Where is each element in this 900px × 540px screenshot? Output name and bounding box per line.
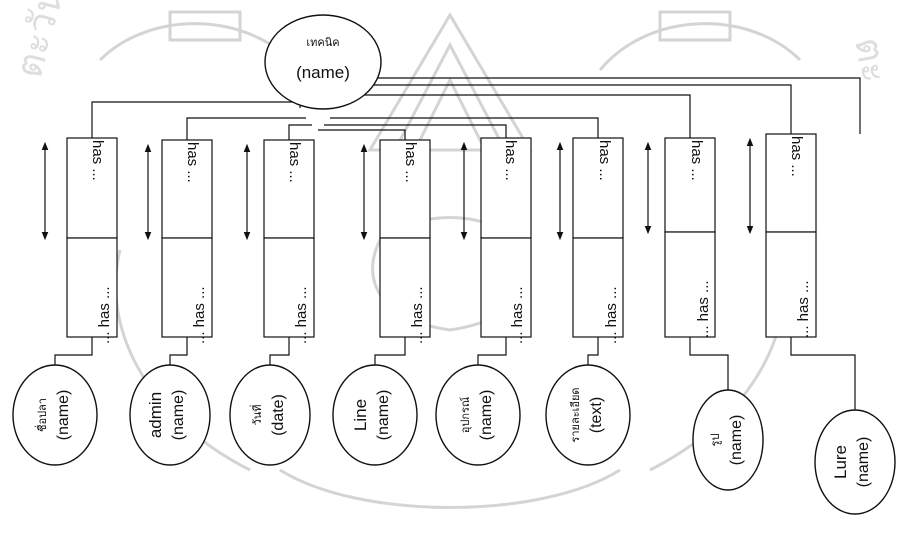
entity-connector-line	[478, 337, 506, 365]
attribute-column: has ... ... has ... อุปกรณ์ (name)	[436, 138, 531, 465]
entity-type: (name)	[728, 415, 745, 466]
relation-label-upper: has ...	[596, 140, 613, 181]
entity-title: admin	[146, 392, 165, 438]
entity-type: (name)	[55, 390, 72, 441]
svg-text:ตะวัน: ตะวัน	[6, 0, 72, 82]
relation-label-upper: has ...	[402, 142, 419, 183]
entity-connector-line	[690, 337, 728, 390]
attribute-column: has ... ... has ... Lure (name)	[750, 134, 895, 514]
root-type: (name)	[296, 63, 350, 82]
root-connector-line	[318, 130, 405, 140]
entity-title: ชื่อปลา	[34, 398, 49, 432]
entity-connector-line	[588, 337, 598, 365]
attribute-column: has ... ... has ... ชื่อปลา (name)	[13, 138, 117, 465]
entity-connector-line	[270, 337, 289, 365]
entity-connector-line	[170, 337, 187, 365]
root-entity: เทคนิค (name)	[265, 15, 381, 109]
root-connector-line	[92, 102, 300, 138]
attribute-column: has ... ... has ... รายละเอียด (text)	[546, 138, 630, 465]
attribute-column: has ... ... has ... Line (name)	[333, 140, 430, 465]
attribute-column: has ... ... has ... admin (name)	[130, 140, 212, 465]
relation-label-lower: ... has ...	[509, 286, 526, 344]
root-connector-line	[330, 118, 598, 138]
entity-title: วันที่	[249, 405, 264, 426]
attribute-column: has ... ... has ... วันที่ (date)	[230, 140, 314, 465]
entity-type: (name)	[855, 437, 872, 488]
root-connector-line	[187, 118, 306, 140]
relation-label-upper: has ...	[502, 140, 519, 181]
entity-type: (name)	[170, 390, 187, 441]
relation-label-lower: ... has ...	[409, 286, 426, 344]
entity-connector-line	[791, 337, 855, 410]
entity-title: Line	[351, 399, 370, 431]
relation-label-upper: has ...	[788, 136, 805, 177]
root-connector-line	[289, 125, 312, 140]
root-connector-line	[342, 85, 791, 134]
relation-label-lower: ... has ...	[795, 280, 812, 338]
relation-label-lower: ... has ...	[191, 286, 208, 344]
entity-title: อุปกรณ์	[459, 397, 472, 433]
entity-type: (name)	[478, 390, 495, 441]
relation-label-lower: ... has ...	[96, 286, 113, 344]
relation-label-lower: ... has ...	[293, 286, 310, 344]
entity-connector-line	[55, 337, 92, 365]
attribute-columns: has ... ... has ... ชื่อปลา (name) has .....…	[13, 134, 895, 514]
entity-type: (name)	[375, 390, 392, 441]
entity-title: Lure	[831, 445, 850, 479]
relation-label-lower: ... has ...	[695, 280, 712, 338]
entity-title: รูป	[710, 434, 722, 447]
entity-title: รายละเอียด	[569, 387, 582, 442]
relation-label-upper: has ...	[184, 142, 201, 183]
relation-label-lower: ... has ...	[603, 286, 620, 344]
attribute-column: has ... ... has ... รูป (name)	[648, 138, 763, 490]
relation-label-upper: has ...	[286, 142, 303, 183]
entity-type: (text)	[588, 397, 605, 433]
relation-label-upper: has ...	[89, 140, 106, 181]
root-title: เทคนิค	[306, 37, 339, 49]
relation-label-upper: has ...	[688, 140, 705, 181]
entity-connector-line	[375, 337, 405, 365]
entity-type: (date)	[270, 394, 287, 436]
